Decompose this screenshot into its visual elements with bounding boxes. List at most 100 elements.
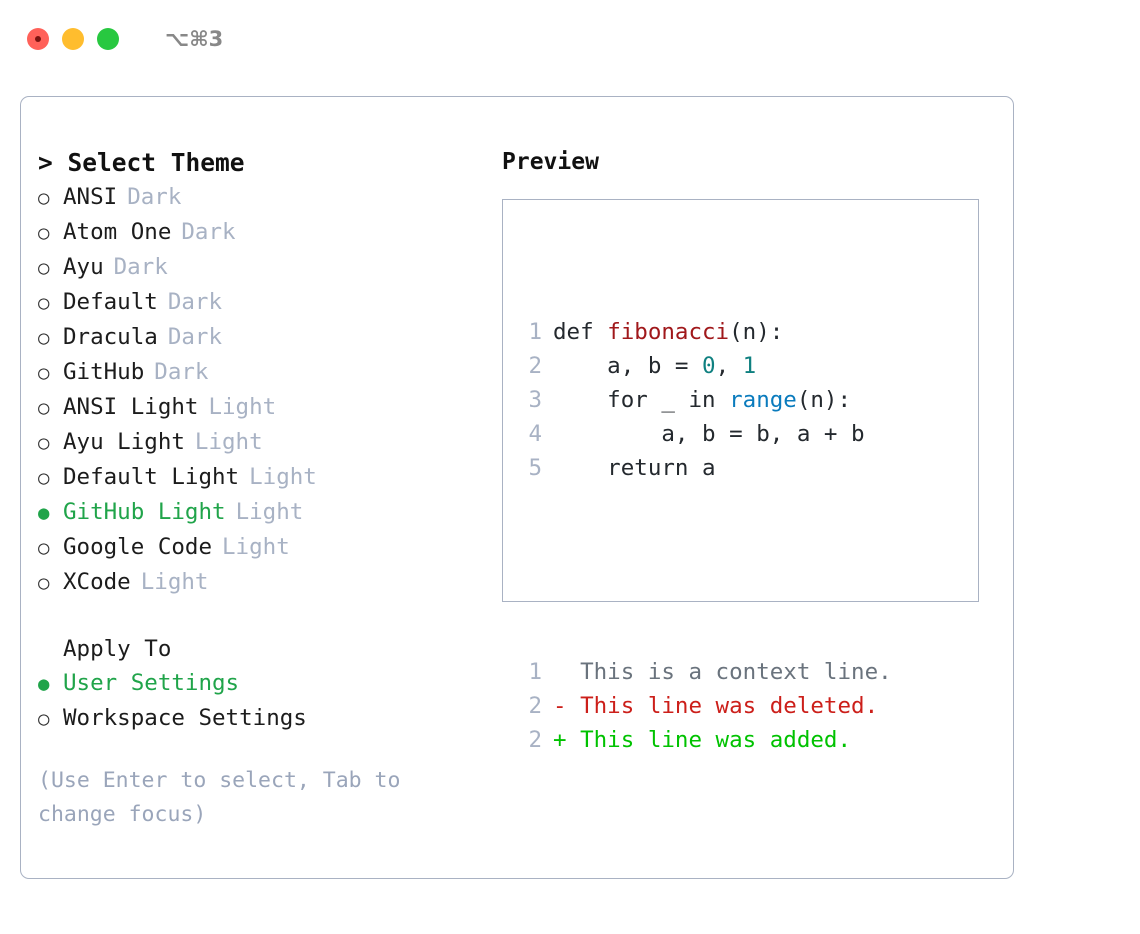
apply-to-option[interactable]: ○ Workspace Settings xyxy=(38,701,498,736)
theme-option-label: Ayu Light xyxy=(63,429,185,455)
diff-line: 2- This line was deleted. xyxy=(518,689,892,723)
line-number: 2 xyxy=(528,353,542,379)
line-number: 3 xyxy=(528,387,542,413)
line-number: 4 xyxy=(528,421,542,447)
radio-unselected-icon: ○ xyxy=(38,257,50,279)
theme-variant-tag: Light xyxy=(235,499,304,525)
theme-option[interactable]: ○ ANSI Dark xyxy=(38,180,498,215)
radio-selected-icon: ● xyxy=(38,673,50,695)
apply-to-option-label: Workspace Settings xyxy=(63,705,307,731)
theme-option[interactable]: ○ XCode Light xyxy=(38,565,498,600)
diff-line: 1 This is a context line. xyxy=(518,655,892,689)
apply-to-option[interactable]: ● User Settings xyxy=(38,666,498,701)
diff-text: This is a context line. xyxy=(580,659,892,685)
code-token: for _ in xyxy=(553,387,730,413)
code-line: 2 a, b = 0, 1 xyxy=(518,349,892,383)
theme-option-label: GitHub Light xyxy=(63,499,226,525)
close-button[interactable] xyxy=(27,28,49,50)
radio-unselected-icon: ○ xyxy=(38,187,50,209)
code-token: 1 xyxy=(742,353,757,379)
theme-option[interactable]: ○ GitHub Dark xyxy=(38,355,498,390)
diff-text: This line was deleted. xyxy=(580,693,879,719)
apply-to-heading: Apply To xyxy=(63,636,172,662)
keyboard-hint: (Use Enter to select, Tab to change focu… xyxy=(38,768,414,827)
theme-variant-tag: Light xyxy=(140,569,209,595)
keyboard-shortcut-label: ⌥⌘3 xyxy=(165,27,224,51)
line-number: 5 xyxy=(528,455,542,481)
code-spacer xyxy=(518,553,892,587)
code-line: 3 for _ in range(n): xyxy=(518,383,892,417)
theme-option-label: Dracula xyxy=(63,324,158,350)
code-token: range xyxy=(729,387,797,413)
theme-variant-tag: Dark xyxy=(127,184,182,210)
code-token: def xyxy=(553,319,608,345)
theme-option-label: GitHub xyxy=(63,359,145,385)
title-bar: ⌥⌘3 xyxy=(0,0,1140,78)
theme-option-label: Google Code xyxy=(63,534,213,560)
radio-unselected-icon: ○ xyxy=(38,708,50,730)
diff-line: 2 + This line was added. xyxy=(518,723,892,757)
radio-unselected-icon: ○ xyxy=(38,432,50,454)
code-token: return a xyxy=(553,455,716,481)
theme-variant-tag: Light xyxy=(222,534,290,560)
code-token: (n): xyxy=(796,387,852,413)
code-token: a, b = xyxy=(553,353,703,379)
theme-variant-tag: Dark xyxy=(181,219,236,245)
radio-unselected-icon: ○ xyxy=(38,467,50,489)
window-controls xyxy=(27,28,119,50)
theme-option-label: XCode xyxy=(63,569,131,595)
theme-option[interactable]: ○ Default Light Light xyxy=(38,460,498,495)
page-title: > Select Theme xyxy=(38,148,245,177)
radio-selected-icon: ● xyxy=(38,502,50,524)
diff-marker: - xyxy=(553,693,581,719)
line-number: 1 xyxy=(528,319,542,345)
radio-unselected-icon: ○ xyxy=(38,397,50,419)
theme-option-label: Default Light xyxy=(63,464,240,490)
code-line: 4 a, b = b, a + b xyxy=(518,417,892,451)
theme-option[interactable]: ○ Ayu Dark xyxy=(38,250,498,285)
line-number: 2 xyxy=(528,727,542,753)
preview-title: Preview xyxy=(502,149,599,175)
code-token: , xyxy=(715,353,743,379)
diff-text: This line was added. xyxy=(580,727,852,753)
radio-unselected-icon: ○ xyxy=(38,572,50,594)
radio-unselected-icon: ○ xyxy=(38,292,50,314)
theme-option-label: ANSI xyxy=(63,184,118,210)
theme-option[interactable]: ● GitHub Light Light xyxy=(38,495,498,530)
minimize-button[interactable] xyxy=(62,28,84,50)
diff-block: 1 This is a context line.2- This line wa… xyxy=(518,655,892,757)
code-token: a, b = b, a + b xyxy=(553,421,865,447)
theme-variant-tag: Dark xyxy=(167,324,223,350)
theme-option-label: ANSI Light xyxy=(63,394,199,420)
code-token: 0 xyxy=(702,353,716,379)
theme-variant-tag: Dark xyxy=(113,254,168,280)
theme-variant-tag: Dark xyxy=(154,359,209,385)
theme-option[interactable]: ○ ANSI Light Light xyxy=(38,390,498,425)
line-number: 1 xyxy=(528,659,542,685)
radio-unselected-icon: ○ xyxy=(38,362,50,384)
radio-unselected-icon: ○ xyxy=(38,222,50,244)
apply-to-list: ● User Settings ○ Workspace Settings xyxy=(38,666,498,736)
diff-marker xyxy=(553,655,580,689)
theme-variant-tag: Dark xyxy=(167,289,223,315)
code-token: fibonacci xyxy=(607,319,730,345)
apply-to-option-label: User Settings xyxy=(63,670,240,696)
diff-marker: + xyxy=(553,727,581,753)
theme-variant-tag: Light xyxy=(208,394,277,420)
theme-variant-tag: Light xyxy=(249,464,317,490)
theme-option-label: Ayu xyxy=(63,254,104,280)
maximize-button[interactable] xyxy=(97,28,119,50)
